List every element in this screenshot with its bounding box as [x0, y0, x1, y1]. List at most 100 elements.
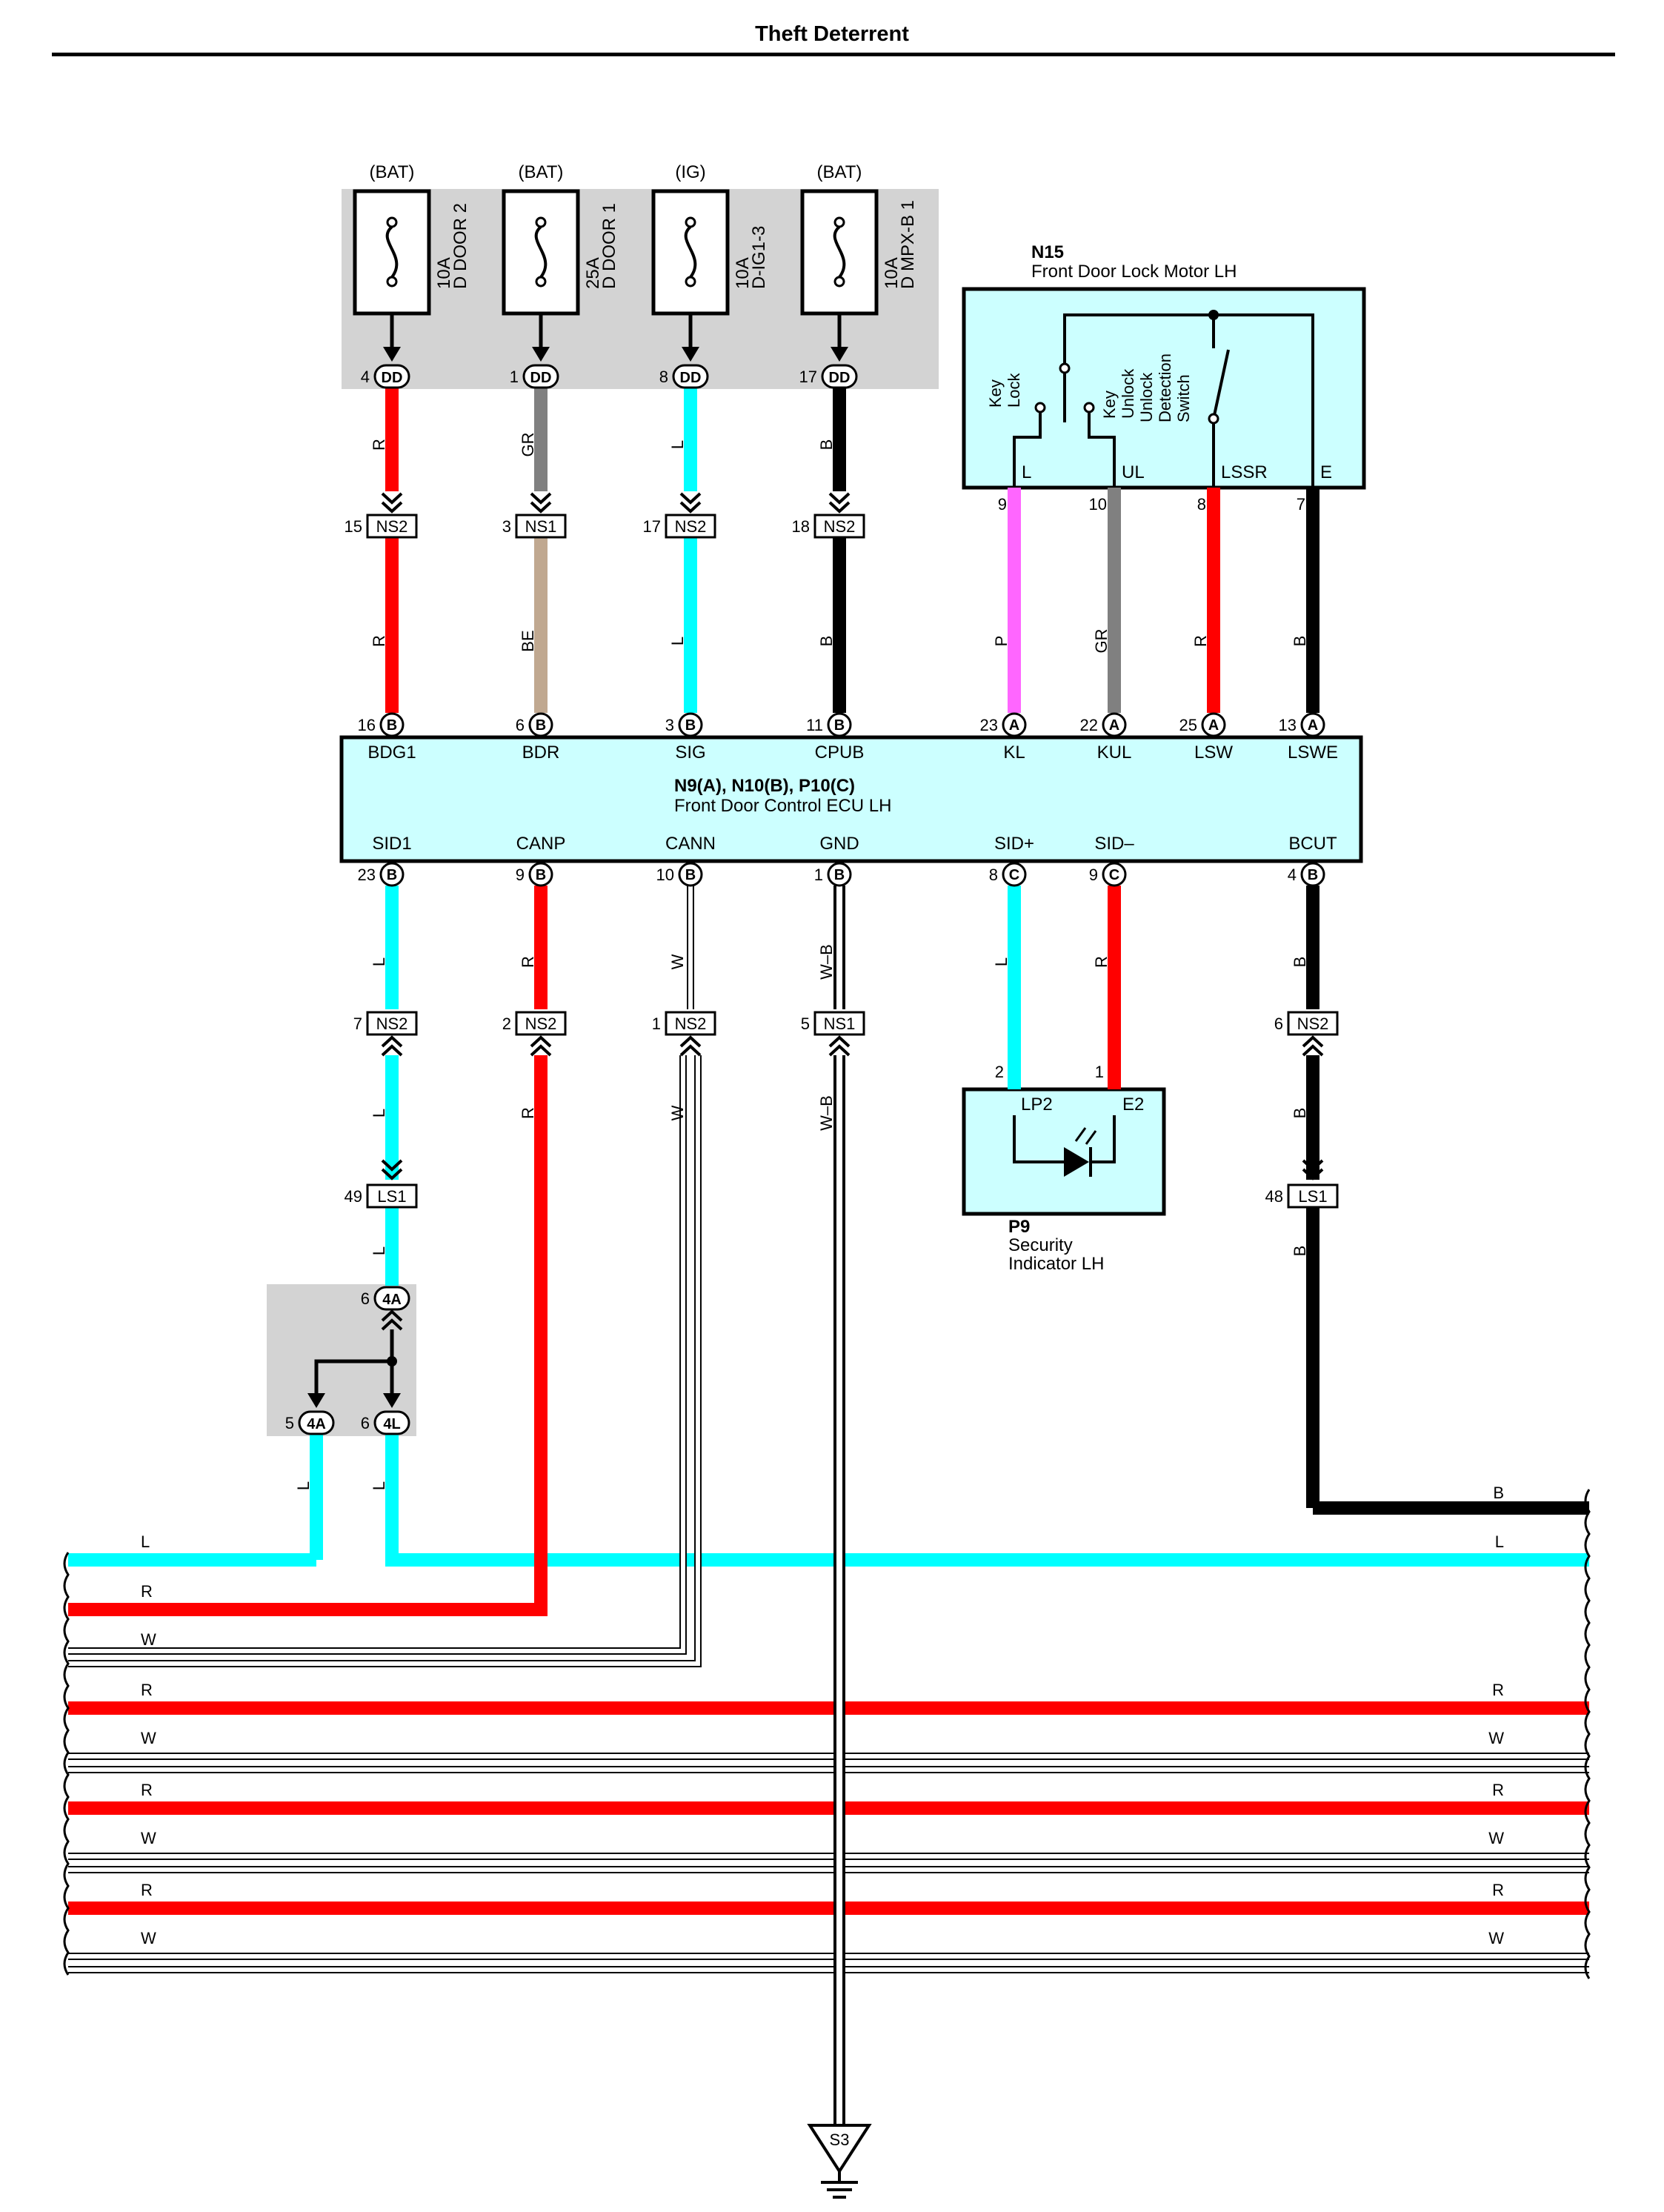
ecu-bottom-term-1: CANP [516, 834, 566, 854]
canp-wire-b-label: R [519, 1107, 537, 1119]
fuse-link-2 [684, 225, 697, 279]
fuse-chev-0-a [381, 501, 403, 514]
fuse-node-a-1 [535, 216, 547, 228]
junction-out1 [298, 1410, 335, 1435]
ecu-name: Front Door Control ECU LH [674, 796, 891, 816]
motor-wire-label-0: P [992, 636, 1011, 647]
fuse-link-0 [385, 225, 399, 279]
ecu-top-a-conn-2-label: A [1208, 717, 1219, 734]
indicator-id: P9 [1008, 1217, 1030, 1237]
fuse-wire-lower-label-3: B [817, 636, 836, 647]
ecu-bottom-term-3: GND [819, 834, 859, 854]
fuse-conn-3-pin: 17 [799, 368, 817, 386]
join-sid1-chev-b [381, 1044, 403, 1057]
fuse-join-0 [366, 514, 418, 539]
fuse-node-a-3 [833, 216, 845, 228]
motor-detect-contact [1208, 413, 1219, 425]
fuse-conn-2-label: DD [680, 370, 702, 386]
bus-w-left-label-9: W [141, 1929, 156, 1947]
ecu-bottom-term-0: SID1 [372, 834, 411, 854]
ecu-top-conn-2-pin: 3 [665, 716, 674, 734]
fuse-rating-2: 10A [733, 257, 753, 289]
fuse-arrow-0 [383, 347, 401, 362]
fuse-rating-3: 10A [882, 257, 902, 289]
indicator-ray-a [1074, 1127, 1087, 1142]
bcut-wire-b-label: B [1291, 1108, 1309, 1119]
join-canp-chev-b [530, 1044, 552, 1057]
fuse-node-b-1 [535, 276, 547, 288]
indicator-led-icon [1064, 1147, 1089, 1177]
junction-in [373, 1286, 410, 1311]
fuse-join-3-label: NS2 [824, 517, 856, 536]
ecu-bottom-conn-1-label: B [536, 867, 546, 883]
fuse-join-2 [665, 514, 716, 539]
ecu-bottom-term-5: SID– [1094, 834, 1134, 854]
bus-r-left-label-6: R [141, 1781, 153, 1799]
ecu-id: N9(A), N10(B), P10(C) [674, 776, 855, 796]
motor-key-unlock-contact [1083, 402, 1095, 413]
fuse-rating-1: 25A [583, 257, 603, 289]
ecu-bottom-term-6: BCUT [1288, 834, 1337, 854]
join-cann-chev-b [679, 1044, 702, 1057]
join-gnd-label: NS1 [824, 1014, 856, 1033]
fuse-arrow-1 [532, 347, 550, 362]
fuse-conn-0-label: DD [382, 370, 403, 386]
ecu-top-a-conn-1 [1102, 712, 1127, 737]
join-gnd [813, 1011, 865, 1036]
join-gnd-chev-a [828, 1035, 851, 1048]
ecu-top-a-conn-3-label: A [1308, 717, 1318, 734]
ecu-bottom-conn-3 [827, 862, 852, 887]
indicator-lead-b [1091, 1115, 1116, 1163]
fuse-node-b-3 [833, 276, 845, 288]
junction-in-chev-b [381, 1318, 403, 1331]
bus-w-cann-label: W [141, 1630, 156, 1649]
cann-wire-b-label: W [668, 1105, 687, 1120]
join-cann-pin: 1 [652, 1014, 661, 1033]
ecu-top-term-4: KL [1003, 743, 1025, 763]
ecu-top-term-2: SIG [675, 743, 705, 763]
fuse-join-3-pin: 18 [792, 517, 810, 536]
motor-wire-label-2: R [1191, 635, 1210, 647]
motor-wire-label-1: GR [1092, 629, 1111, 654]
ecu-bottom-conn-6-pin: 4 [1288, 866, 1297, 884]
fuse-join-2-label: NS2 [675, 517, 707, 536]
gnd-wire-a-label: W–B [817, 944, 836, 980]
ecu-top-conn-2 [678, 712, 703, 737]
bus-r-right-label-8: R [1492, 1881, 1504, 1899]
fuse-wire-lower-label-0: R [370, 635, 388, 647]
fuse-supply-2: (IG) [675, 162, 705, 182]
ls1-b-pin: 48 [1265, 1187, 1283, 1206]
ecu-top-a-conn-3 [1300, 712, 1325, 737]
indicator-pin-1: 2 [995, 1063, 1004, 1081]
ecu-bottom-conn-0 [379, 862, 405, 887]
sid1-wire-b-label: L [370, 1109, 388, 1117]
bcut-wire-c-label: B [1291, 1246, 1309, 1257]
bcut-wire-a-label: B [1291, 957, 1309, 968]
motor-label-key-unlock-1: Key [1100, 391, 1119, 419]
ground-label: S3 [830, 2130, 850, 2149]
motor-term-2: LSSR [1221, 462, 1268, 482]
indicator-term-1: LP2 [1021, 1095, 1053, 1115]
junction-arrow-a [383, 1393, 401, 1408]
junction-in-chev-a [381, 1309, 403, 1322]
ecu-bottom-conn-6-label: B [1308, 867, 1318, 883]
motor-key-lock-contact [1034, 402, 1046, 413]
ecu-bottom-conn-4-pin: 8 [989, 866, 998, 884]
motor-term-3: E [1320, 462, 1332, 482]
fuse-node-b-2 [685, 276, 696, 288]
fuse-chev-2-a [679, 501, 702, 514]
motor-key-lock-pivot [1059, 362, 1071, 374]
sidm-wire-label: R [1092, 956, 1111, 968]
motor-label-key-lock-1: Key [986, 379, 1005, 408]
ecu-top-conn-0 [379, 712, 405, 737]
motor-pin-3: 7 [1297, 495, 1305, 514]
join-canp-label: NS2 [525, 1014, 557, 1033]
ecu-top-conn-3 [827, 712, 852, 737]
ecu-bottom-conn-6 [1300, 862, 1325, 887]
fuse-conn-1-pin: 1 [510, 368, 519, 386]
bus-r-canp [68, 1055, 548, 1616]
join-sid1-label: NS2 [376, 1014, 408, 1033]
junction-out2-pin: 6 [361, 1414, 370, 1432]
bus-w-cann-b [68, 1055, 685, 1653]
